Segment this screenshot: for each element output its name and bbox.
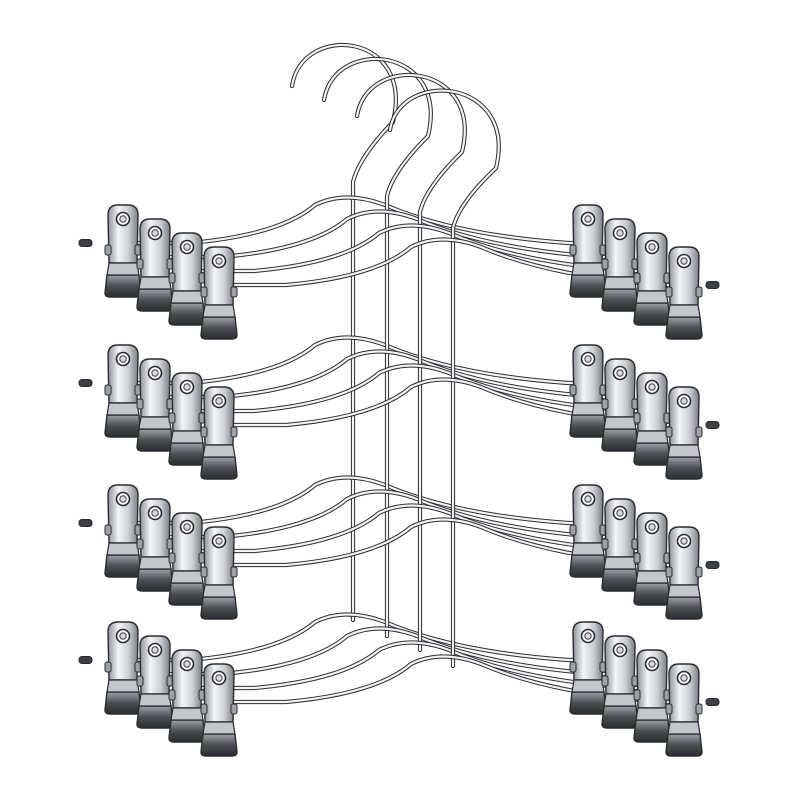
bar-end-cap <box>78 656 93 664</box>
clip-right <box>633 512 671 606</box>
hanger-bar <box>107 335 601 386</box>
clip-left <box>200 246 238 340</box>
clip-left <box>168 372 206 466</box>
clip-left <box>200 526 238 620</box>
clip-left <box>168 512 206 606</box>
hanger-bar <box>107 475 601 526</box>
bar-end-cap <box>78 239 93 247</box>
clip-right <box>569 484 607 578</box>
bar-end-cap <box>705 281 720 289</box>
hanger-bar <box>139 209 633 260</box>
hanger-bar <box>107 612 601 663</box>
clip-left <box>200 663 238 757</box>
hanger-hook <box>289 42 398 623</box>
clip-right <box>601 358 639 452</box>
clip-left <box>168 232 206 326</box>
clip-left <box>104 344 142 438</box>
bar-end-cap <box>705 561 720 569</box>
hanger-bar <box>171 640 665 691</box>
bar-end-cap <box>78 519 93 527</box>
clip-right <box>633 372 671 466</box>
hanger-hook <box>321 56 433 639</box>
clip-left <box>136 358 174 452</box>
bar-end-cap <box>705 421 720 429</box>
clip-left <box>136 635 174 729</box>
hanger-bar <box>171 363 665 414</box>
hanger-hook <box>387 88 501 669</box>
clip-right <box>665 663 703 757</box>
clip-right <box>665 386 703 480</box>
clip-right <box>601 635 639 729</box>
hanger-bar <box>171 503 665 554</box>
clip-left <box>104 484 142 578</box>
hanger-hook <box>354 72 467 653</box>
clip-right <box>569 344 607 438</box>
clip-left <box>104 621 142 715</box>
hanger-bar <box>171 223 665 274</box>
hanger-bar <box>139 489 633 540</box>
hanger-wires <box>78 42 720 706</box>
clip-right <box>601 498 639 592</box>
hanger-clips <box>104 204 703 757</box>
clip-right <box>569 204 607 298</box>
hanger-1 <box>78 42 624 664</box>
bar-end-cap <box>705 698 720 706</box>
hanger-3 <box>142 72 688 692</box>
hanger-bar <box>139 349 633 400</box>
hanger-bar <box>107 195 601 246</box>
clip-right <box>569 621 607 715</box>
hanger-bar <box>139 626 633 677</box>
clip-right <box>665 246 703 340</box>
clip-right <box>633 232 671 326</box>
hanger-2 <box>110 56 656 678</box>
clip-right <box>665 526 703 620</box>
clip-left <box>136 218 174 312</box>
bar-end-cap <box>78 379 93 387</box>
clip-left <box>168 649 206 743</box>
clip-right <box>633 649 671 743</box>
clip-left <box>136 498 174 592</box>
clip-right <box>601 218 639 312</box>
clip-left <box>200 386 238 480</box>
clip-left <box>104 204 142 298</box>
